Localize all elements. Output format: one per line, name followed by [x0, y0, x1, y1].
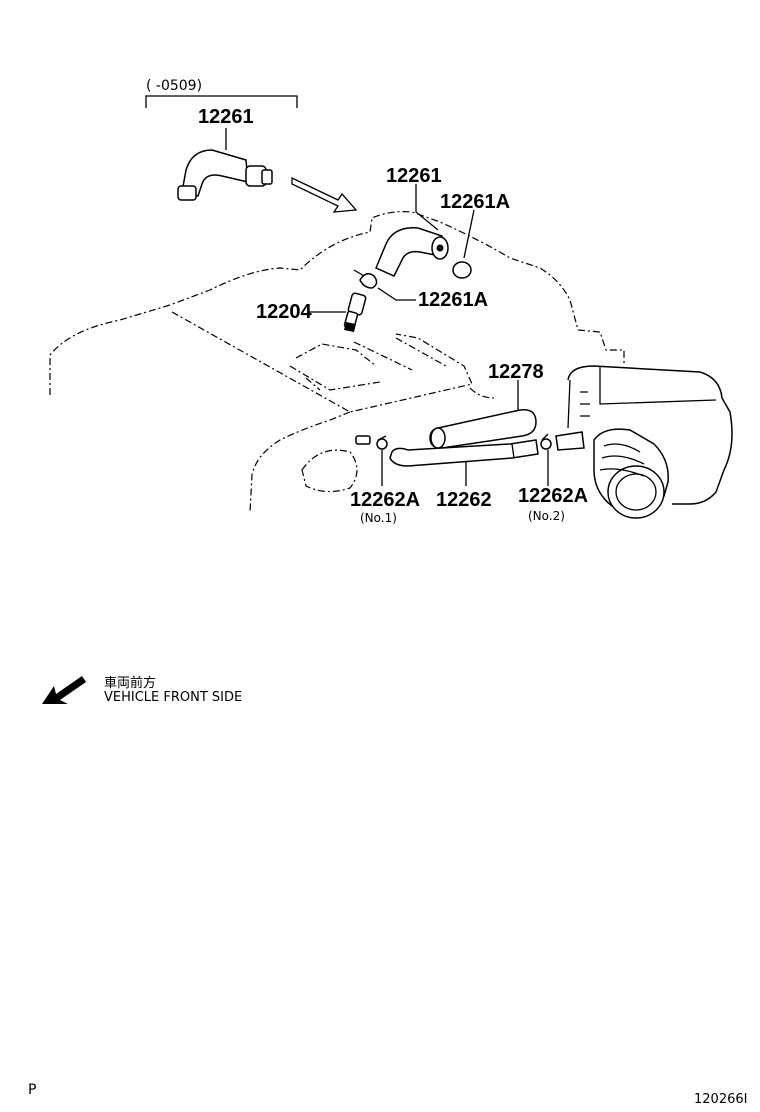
engine-outline — [49, 211, 625, 513]
callout-12261: 12261 — [386, 165, 442, 187]
hose-12262 — [389, 439, 539, 467]
callout-12262: 12262 — [436, 489, 492, 511]
cap-12261A — [452, 261, 472, 279]
pcv-valve-12204 — [343, 292, 367, 332]
callout-12261A-cap: 12261A — [440, 191, 510, 213]
variant-part-number: 12261 — [198, 106, 254, 128]
figure-code: 120266I — [694, 1092, 748, 1107]
callout-12262A-no2-note: (No.2) — [528, 509, 565, 523]
variant-range: ( -0509) — [146, 78, 202, 94]
install-arrow-icon — [291, 176, 358, 213]
page-letter: P — [28, 1082, 37, 1098]
callouts: 12261 12261A 12261A 12204 12278 12262A (… — [256, 165, 588, 525]
vehicle-front-indicator: 車両前方 VEHICLE FRONT SIDE — [40, 668, 340, 716]
callout-12261A-clamp: 12261A — [418, 289, 488, 311]
direction-label-en: VEHICLE FRONT SIDE — [104, 690, 243, 705]
callout-12262A-no1-note: (No.1) — [360, 511, 397, 525]
variant-bracket: ( -0509) 12261 — [145, 78, 298, 150]
callout-12204: 12204 — [256, 301, 312, 323]
callout-12262A-no1: 12262A — [350, 489, 420, 511]
callout-12262A-no2: 12262A — [518, 485, 588, 507]
clamp-12261A — [353, 269, 378, 289]
hose-12261 — [375, 227, 449, 277]
callout-12278: 12278 — [488, 361, 544, 383]
hose-12278 — [429, 409, 537, 449]
direction-label-jp: 車両前方 — [104, 676, 157, 691]
arrow-down-left-icon — [42, 676, 86, 704]
leader-lines — [308, 184, 549, 486]
air-cleaner — [555, 365, 733, 519]
clamp-12262A-no1 — [355, 435, 388, 450]
clamp-12262A-no2 — [540, 433, 552, 450]
variant-hose-part — [177, 149, 273, 201]
